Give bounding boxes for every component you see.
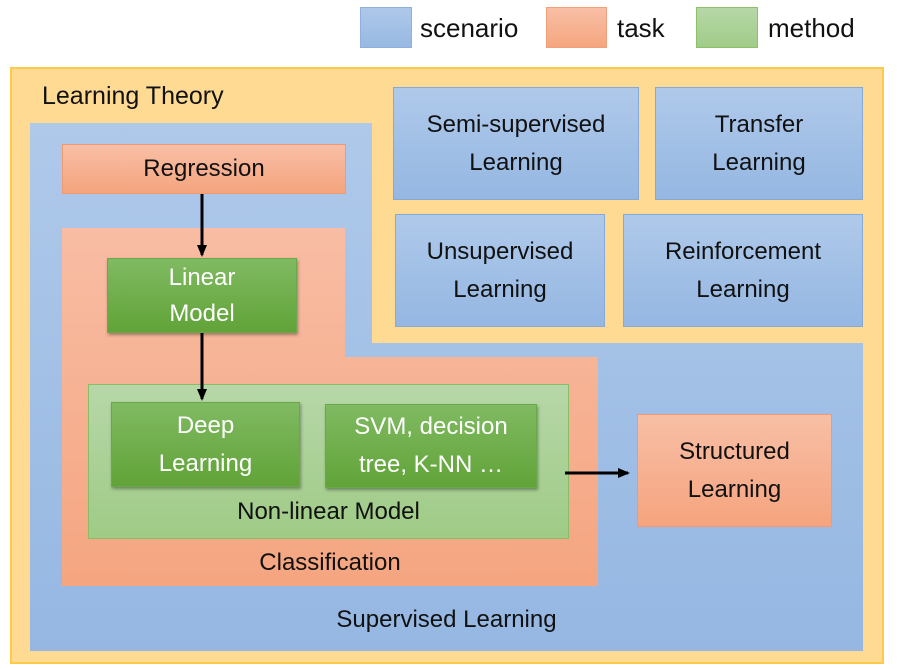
linear-model-box: Linear Model [107,258,297,333]
semi-supervised-learning-box: Semi-supervised Learning [393,87,639,200]
classification-label: Classification [259,549,401,576]
legend-swatch-scenario [360,7,412,48]
legend-swatch-task [546,7,607,48]
linear-model-line1: Linear [168,263,236,291]
transfer-learning-box: Transfer Learning [655,87,863,200]
unsupervised-learning-box: Unsupervised Learning [395,214,605,327]
structured-learning-box: Structured Learning [637,414,832,527]
deep-learning-box: Deep Learning [111,402,300,487]
deep-learning-line1: Deep [176,411,235,439]
reinforcement-line2: Learning [696,275,790,303]
nonlinear-model-label: Non-linear Model [237,498,420,525]
svm-line1: SVM, decision [354,413,508,440]
structured-line1: Structured [679,437,790,465]
unsupervised-line1: Unsupervised [426,237,574,265]
transfer-line1: Transfer [714,110,804,138]
reinforcement-learning-box: Reinforcement Learning [623,214,863,327]
structured-line2: Learning [687,475,782,503]
semi-supervised-line2: Learning [469,148,563,176]
reinforcement-line1: Reinforcement [664,237,822,265]
regression-box: Regression [62,144,346,194]
legend-label-task: task [617,13,665,43]
legend-label-method: method [768,13,855,43]
learning-theory-label: Learning Theory [42,82,224,110]
transfer-line2: Learning [712,148,806,176]
unsupervised-line2: Learning [453,275,547,303]
deep-learning-line2: Learning [158,449,253,477]
regression-label: Regression [143,155,265,182]
semi-supervised-line1: Semi-supervised [426,110,606,138]
svm-decision-tree-knn-box: SVM, decision tree, K-NN … [325,404,537,488]
legend-swatch-method [696,7,758,48]
linear-model-line2: Model [169,299,235,327]
legend-label-scenario: scenario [420,13,519,43]
supervised-learning-label: Supervised Learning [336,606,557,633]
svm-line2: tree, K-NN … [358,451,504,478]
